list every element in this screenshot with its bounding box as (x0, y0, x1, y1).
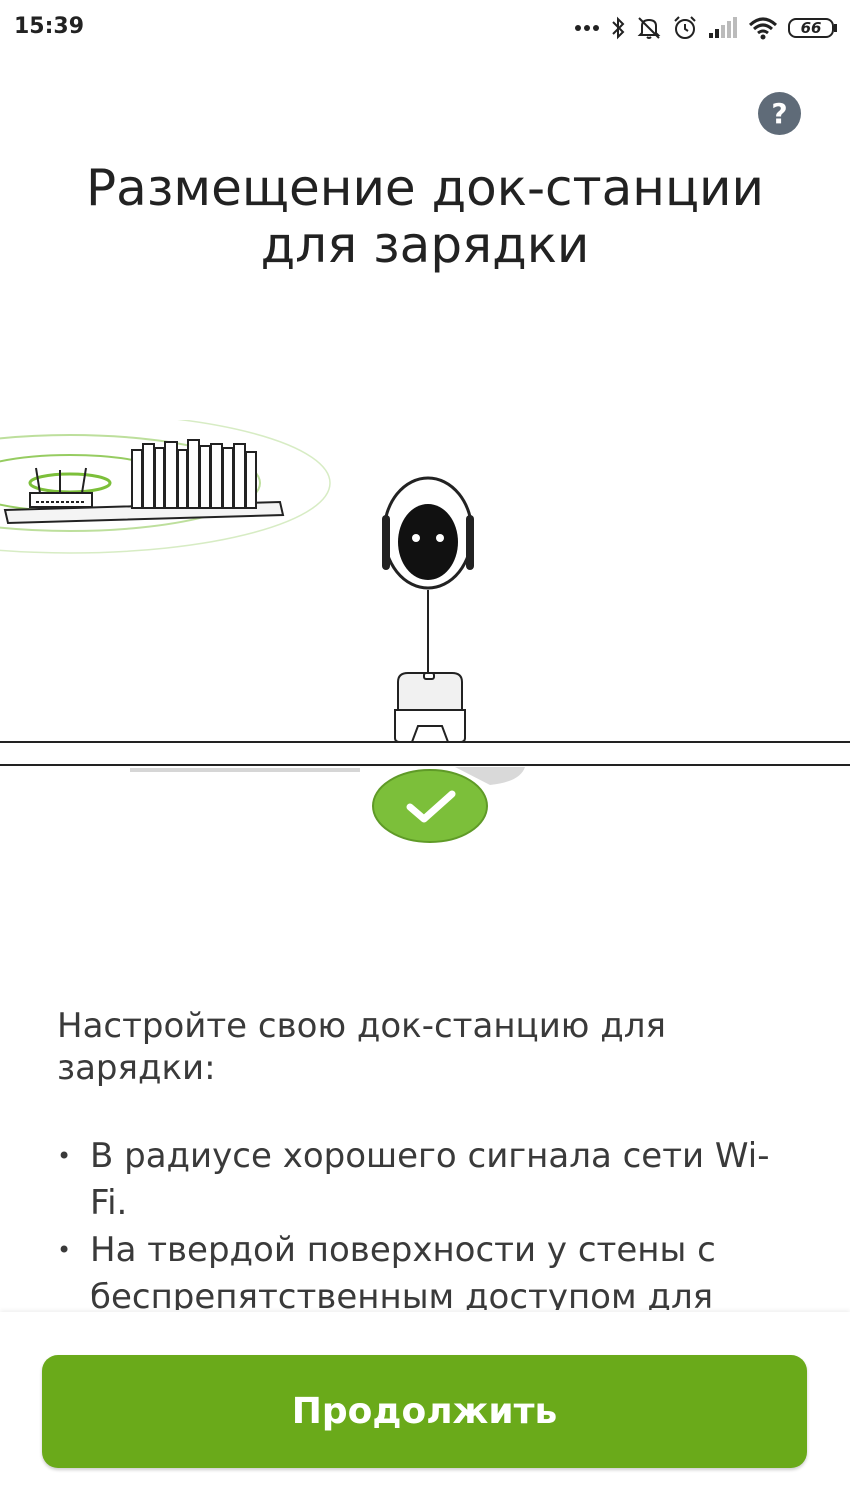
continue-button-label: Продолжить (291, 1391, 558, 1432)
check-icon (372, 769, 488, 843)
silent-bell-icon (637, 17, 661, 39)
status-time: 15:39 (14, 14, 85, 39)
alarm-icon (674, 16, 696, 39)
wifi-icon (748, 17, 778, 40)
instructions-list: • В радиусе хорошего сигнала сети Wi-Fi.… (57, 1133, 777, 1310)
list-item: • На твердой поверхности у стены с беспр… (57, 1227, 777, 1310)
continue-button[interactable]: Продолжить (42, 1355, 807, 1468)
router-icon (29, 467, 93, 508)
page-title: Размещение док-станции для зарядки (86, 159, 764, 274)
more-dots-icon (575, 25, 599, 31)
bullet-text: В радиусе хорошего сигнала сети Wi-Fi. (90, 1136, 770, 1223)
bullet-dot: • (57, 1236, 72, 1264)
list-item: • В радиусе хорошего сигнала сети Wi-Fi. (57, 1133, 777, 1227)
dock-placement-illustration (0, 412, 850, 860)
dock-station-icon (394, 672, 466, 743)
help-button[interactable]: ? (758, 92, 801, 135)
battery-icon: 66 (788, 18, 838, 38)
signal-icon (709, 17, 737, 38)
robot-icon (382, 476, 474, 672)
floor-lines (0, 741, 850, 785)
status-icons: 66 (574, 10, 838, 46)
instructions-intro: Настройте свою док-станцию для зарядки: (57, 1006, 666, 1088)
battery-level: 66 (800, 19, 822, 37)
bullet-dot: • (57, 1142, 72, 1170)
bullet-text: На твердой поверхности у стены с беспреп… (90, 1230, 716, 1310)
bluetooth-icon (612, 16, 625, 40)
instructions: Настройте свою док-станцию для зарядки: … (57, 1005, 777, 1310)
status-bar: 15:39 (0, 0, 850, 58)
bookshelf-icon (131, 439, 257, 509)
help-icon: ? (771, 97, 788, 130)
